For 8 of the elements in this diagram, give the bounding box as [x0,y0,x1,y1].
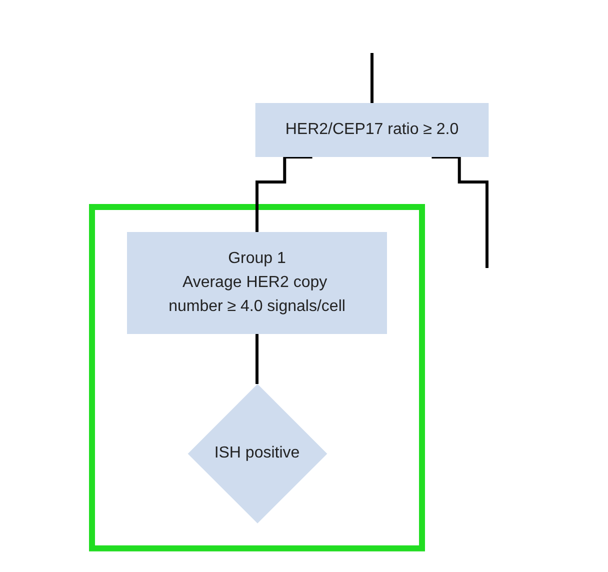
node-diamond: ISH positive [187,384,327,524]
connector [255,332,258,386]
cluster [88,204,424,552]
connector [255,156,312,234]
connector [370,52,373,105]
node-box: Group 1 Average HER2 copy number ≥ 4.0 signals/cell [126,232,386,334]
node-box: HER2/CEP17 ratio ≥ 2.0 [254,103,488,158]
connector [431,156,488,270]
